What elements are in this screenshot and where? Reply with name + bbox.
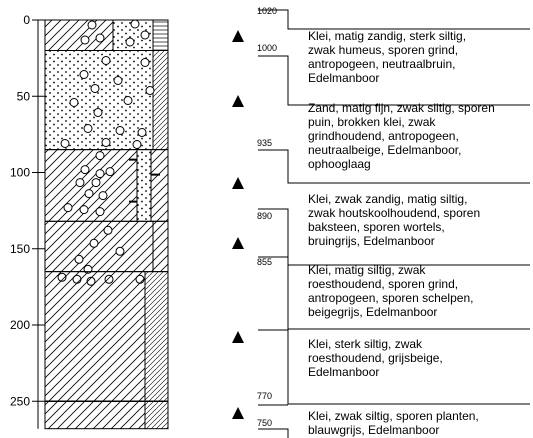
layer-description: Klei, matig siltig, zwak roesthoudend, s…: [308, 263, 473, 319]
layer-description: Klei, sterk siltig, zwak roesthoudend, g…: [308, 337, 443, 379]
layer-description: Zand, matig fijn, zwak siltig, sporen pu…: [308, 101, 495, 171]
elevation-label: 890: [257, 211, 272, 221]
elevation-label: 1020: [257, 6, 277, 16]
elevation-label: 770: [257, 391, 272, 401]
elevation-label: 750: [257, 418, 272, 428]
elevation-label: 1000: [257, 43, 277, 53]
elevation-label: 855: [257, 257, 272, 267]
layer-description: Klei, zwak siltig, sporen planten, blauw…: [308, 409, 479, 437]
elevation-label: 935: [257, 138, 272, 148]
layer-description: Klei, matig zandig, sterk siltig, zwak h…: [308, 29, 466, 85]
layer-description: Klei, zwak zandig, matig siltig, zwak ho…: [308, 192, 480, 248]
